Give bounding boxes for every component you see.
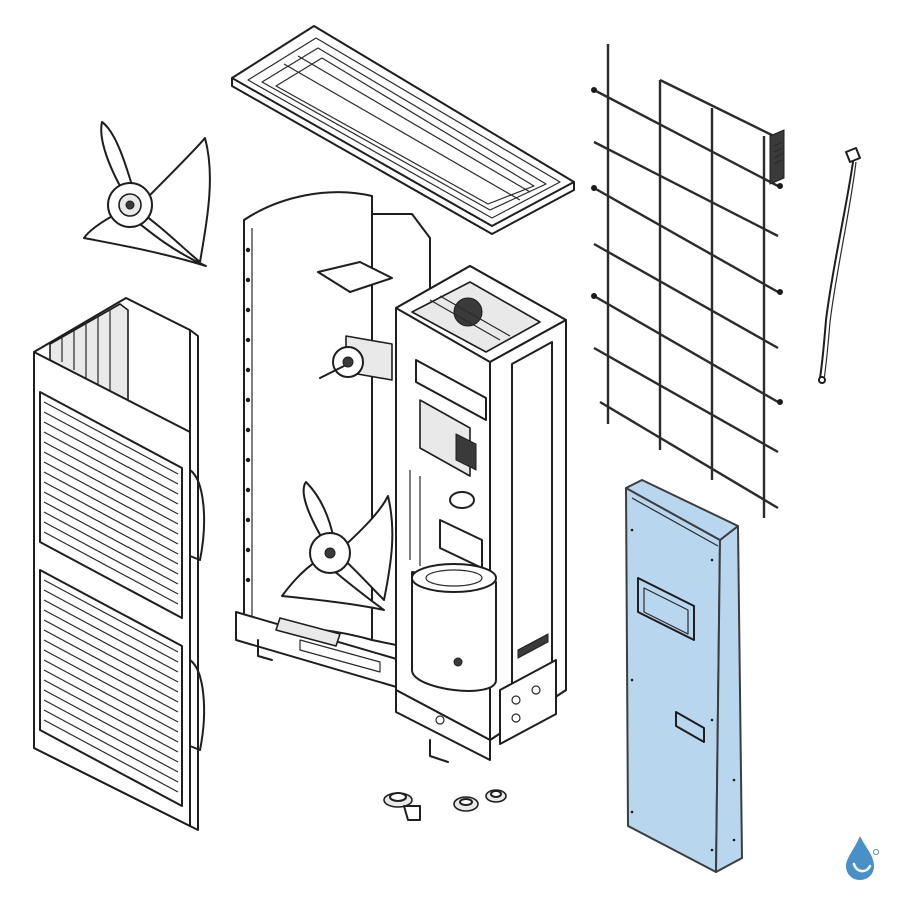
water-drop-logo-icon [846, 836, 879, 880]
fan-propeller [83, 121, 211, 267]
drain-fittings [383, 789, 507, 821]
front-grille-panel [33, 297, 206, 831]
top-cover-panel [231, 25, 575, 235]
temperature-sensor [818, 147, 861, 384]
side-access-panel [625, 479, 743, 873]
unit-body-interior [235, 191, 567, 763]
rear-protection-grid [591, 44, 785, 518]
